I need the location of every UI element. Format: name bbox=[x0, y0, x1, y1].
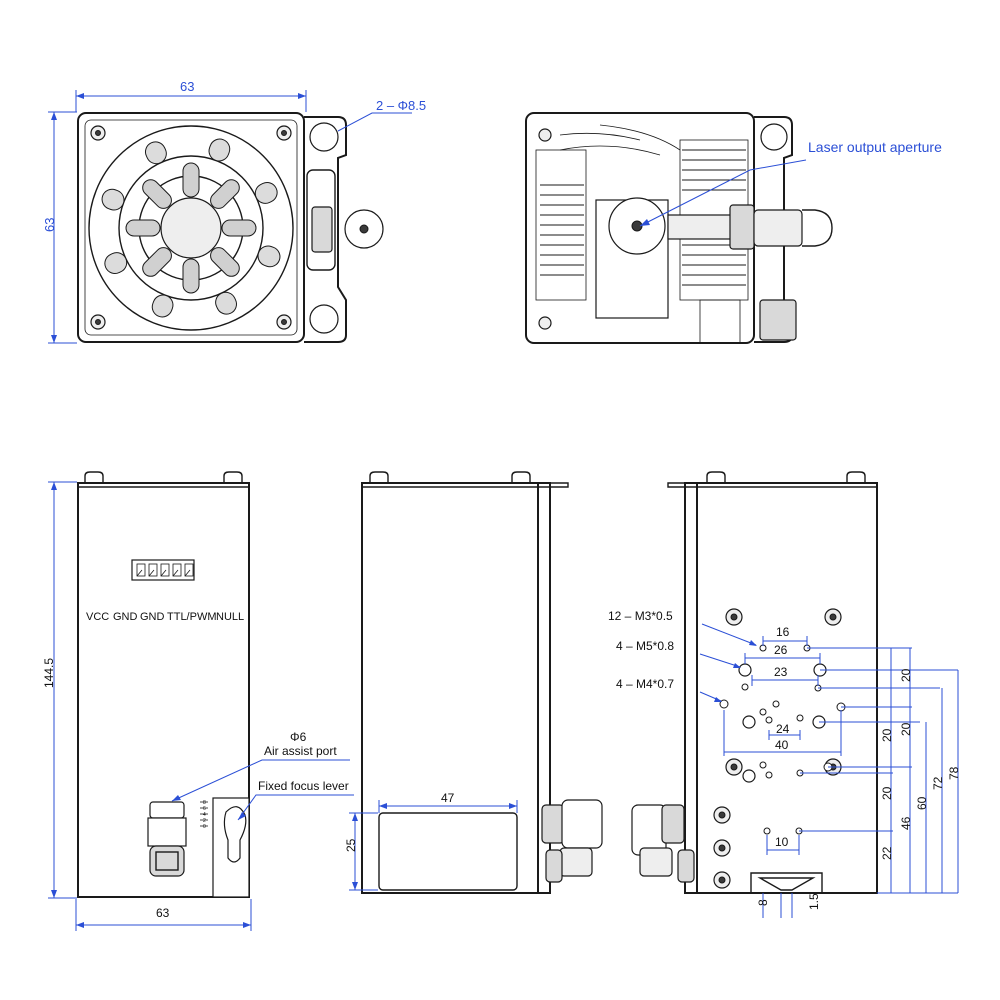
label-air-assist: Air assist port bbox=[264, 744, 337, 758]
dim-air-port-size: Φ6 bbox=[290, 730, 307, 744]
scale-mark: 0 bbox=[203, 824, 206, 830]
label-m5: 4 – M5*0.8 bbox=[616, 639, 674, 653]
dim-10: 10 bbox=[775, 835, 789, 849]
dim-40: 40 bbox=[775, 738, 789, 752]
fan-view: 63 63 2 – Φ8.5 bbox=[42, 79, 426, 344]
pin-label: GND bbox=[113, 611, 138, 623]
mounting-view: 16 26 23 24 40 10 20 20 20 20 22 46 60 bbox=[608, 471, 961, 918]
window-side-view: 47 25 bbox=[344, 471, 603, 894]
dim-8: 8 bbox=[756, 899, 770, 906]
dim-v-46: 46 bbox=[899, 816, 913, 830]
dim-v-60: 60 bbox=[915, 796, 929, 810]
pin-label: VCC bbox=[86, 611, 109, 623]
dim-v-72: 72 bbox=[931, 776, 945, 790]
dim-top-width: 63 bbox=[180, 79, 194, 94]
dim-26: 26 bbox=[774, 643, 788, 657]
dim-v-20: 20 bbox=[899, 722, 913, 736]
connector-side-view: VCC GND GND TTL/PWM NULL 8 6 4 2 0 Φ6 Ai… bbox=[42, 471, 354, 931]
dim-v-20: 20 bbox=[880, 786, 894, 800]
scale-mark: 2 bbox=[203, 818, 206, 824]
dim-holes: 2 – Φ8.5 bbox=[376, 98, 426, 113]
label-m4: 4 – M4*0.7 bbox=[616, 677, 674, 691]
label-m3: 12 – M3*0.5 bbox=[608, 609, 673, 623]
pin-label: TTL/PWM bbox=[167, 611, 217, 623]
dim-24: 24 bbox=[776, 722, 790, 736]
dim-v-78: 78 bbox=[947, 766, 961, 780]
scale-mark: 8 bbox=[203, 800, 206, 806]
dim-16: 16 bbox=[776, 625, 790, 639]
dim-v-22: 22 bbox=[880, 846, 894, 860]
dim-v-20: 20 bbox=[899, 668, 913, 682]
dim-v-20: 20 bbox=[880, 728, 894, 742]
dim-window-height: 25 bbox=[344, 838, 358, 852]
label-fixed-focus: Fixed focus lever bbox=[258, 779, 349, 793]
dim-23: 23 bbox=[774, 665, 788, 679]
dim-window-width: 47 bbox=[441, 791, 455, 805]
label-laser-aperture: Laser output aperture bbox=[808, 139, 942, 155]
dim-bottom-width: 63 bbox=[156, 906, 170, 920]
pin-label: NULL bbox=[216, 611, 244, 623]
scale-mark: 4 bbox=[203, 812, 206, 818]
pin-label: GND bbox=[140, 611, 165, 623]
dim-top-height: 63 bbox=[42, 218, 57, 232]
aperture-view: Laser output aperture bbox=[525, 112, 942, 344]
dim-1-5: 1.5 bbox=[807, 893, 821, 910]
scale-mark: 6 bbox=[203, 806, 206, 812]
dim-height: 144.5 bbox=[42, 658, 56, 688]
